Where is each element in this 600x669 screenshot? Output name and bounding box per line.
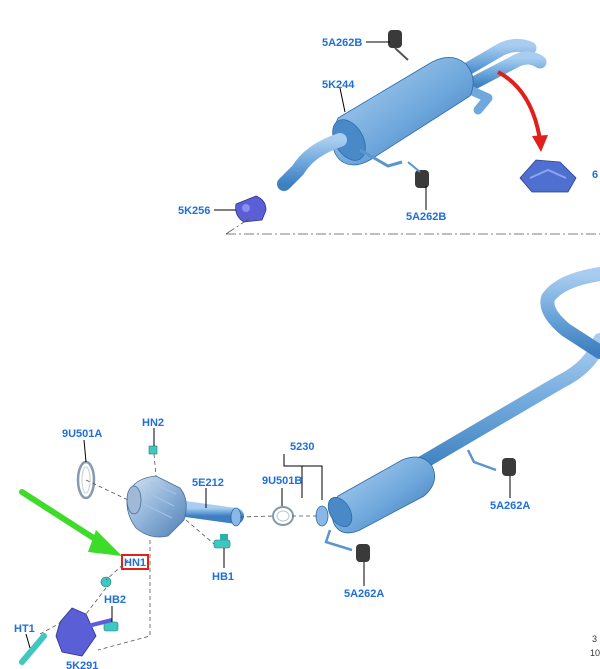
label-5K244: 5K244 [322, 79, 355, 91]
label-5A262B-mid: 5A262B [406, 211, 446, 223]
label-5E212: 5E212 [192, 477, 224, 489]
front-pipe-5E212 [170, 500, 244, 524]
label-5230: 5230 [290, 441, 314, 453]
clip-HN1 [100, 576, 112, 588]
separator-diagonal [225, 217, 251, 235]
detached-bracket-component [519, 159, 577, 193]
label-HT1: HT1 [14, 623, 35, 635]
label-5A262B-top: 5A262B [322, 37, 362, 49]
label-5A262A-right: 5A262A [490, 500, 530, 512]
hanger-5K256 [235, 195, 267, 223]
stud-HT1 [19, 633, 47, 665]
label-5K256: 5K256 [178, 205, 210, 217]
rear-muffler [332, 57, 474, 168]
green-arrow-head [88, 530, 122, 556]
green-callout-arrow [19, 489, 109, 549]
red-callout-arrow [497, 70, 542, 141]
clamp-9U501B [272, 506, 294, 526]
bolt-HB1 [213, 534, 231, 549]
label-HN2: HN2 [142, 417, 164, 429]
label-HN1: HN1 [124, 557, 146, 569]
isolator-5A262A-right [502, 458, 516, 476]
tailpipe-lower [461, 51, 547, 93]
over-axle-pipe [540, 267, 600, 359]
label-9U501B: 9U501B [262, 475, 302, 487]
label-HB1: HB1 [212, 571, 234, 583]
muffler-inlet-flange [315, 505, 329, 527]
clip-HN2 [148, 445, 158, 455]
support-bracket [55, 607, 113, 657]
hn1-highlight-box [121, 554, 149, 570]
isolator-5A262B-mid [407, 161, 429, 188]
tailpipe-upper [445, 38, 537, 85]
red-arrow-head [532, 135, 548, 152]
corner-text-line2: 10 [590, 648, 600, 658]
label-6-partial: 6 [592, 169, 598, 181]
muffler-inlet-pipe [277, 133, 347, 191]
intermediate-pipe-long [403, 333, 600, 477]
corner-text-line1: 3 [592, 634, 597, 644]
tailpipe-bend [465, 85, 493, 115]
label-9U501A: 9U501A [62, 428, 102, 440]
label-5A262A-bottom: 5A262A [344, 588, 384, 600]
label-HB2: HB2 [104, 594, 126, 606]
center-muffler [327, 456, 436, 534]
catalytic-converter [126, 475, 187, 538]
label-bottom-partial: 5K291 [66, 660, 98, 669]
isolator-5A262A-bottom [356, 544, 370, 562]
isolator-5A262B-top [388, 30, 409, 61]
